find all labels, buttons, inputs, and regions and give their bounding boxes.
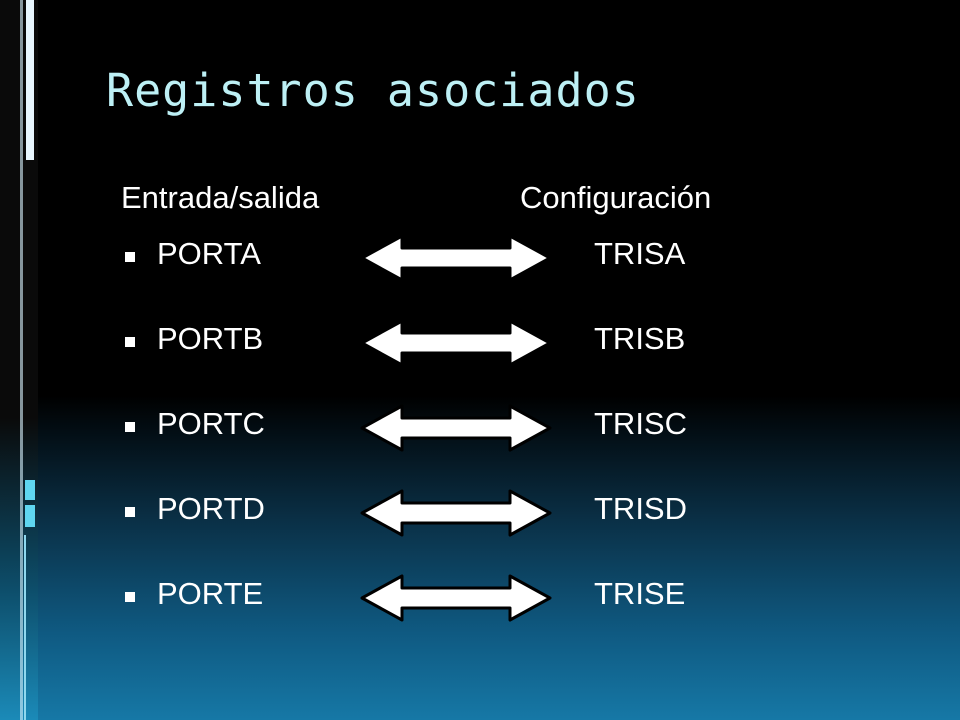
tris-label: TRISD [594, 491, 687, 526]
port-label: PORTE [157, 576, 264, 611]
strip-block [26, 0, 34, 160]
square-bullet-icon [125, 252, 135, 262]
header-configuration: Configuración [520, 180, 712, 215]
square-bullet-icon [125, 507, 135, 517]
list-item: PORTE TRISE [0, 570, 960, 630]
strip-line [20, 0, 23, 720]
port-label: PORTA [157, 236, 261, 271]
tris-label: TRISB [594, 321, 686, 356]
slide-title: Registros asociados [106, 64, 640, 117]
double-arrow-icon [360, 234, 552, 282]
header-input-output: Entrada/salida [121, 180, 320, 215]
port-label: PORTC [157, 406, 265, 441]
port-label: PORTD [157, 491, 265, 526]
list-item: PORTC TRISC [0, 400, 960, 460]
tris-label: TRISC [594, 406, 687, 441]
strip-block [25, 480, 35, 500]
double-arrow-icon [360, 319, 552, 367]
list-item: PORTB TRISB [0, 315, 960, 375]
double-arrow-icon [360, 404, 552, 452]
decorative-left-strip [0, 0, 38, 720]
strip-block [25, 505, 35, 527]
port-label: PORTB [157, 321, 264, 356]
square-bullet-icon [125, 422, 135, 432]
list-item: PORTD TRISD [0, 485, 960, 545]
tris-label: TRISA [594, 236, 686, 271]
strip-line [24, 535, 26, 720]
list-item: PORTA TRISA [0, 230, 960, 290]
square-bullet-icon [125, 592, 135, 602]
double-arrow-icon [360, 574, 552, 622]
double-arrow-icon [360, 489, 552, 537]
square-bullet-icon [125, 337, 135, 347]
tris-label: TRISE [594, 576, 686, 611]
